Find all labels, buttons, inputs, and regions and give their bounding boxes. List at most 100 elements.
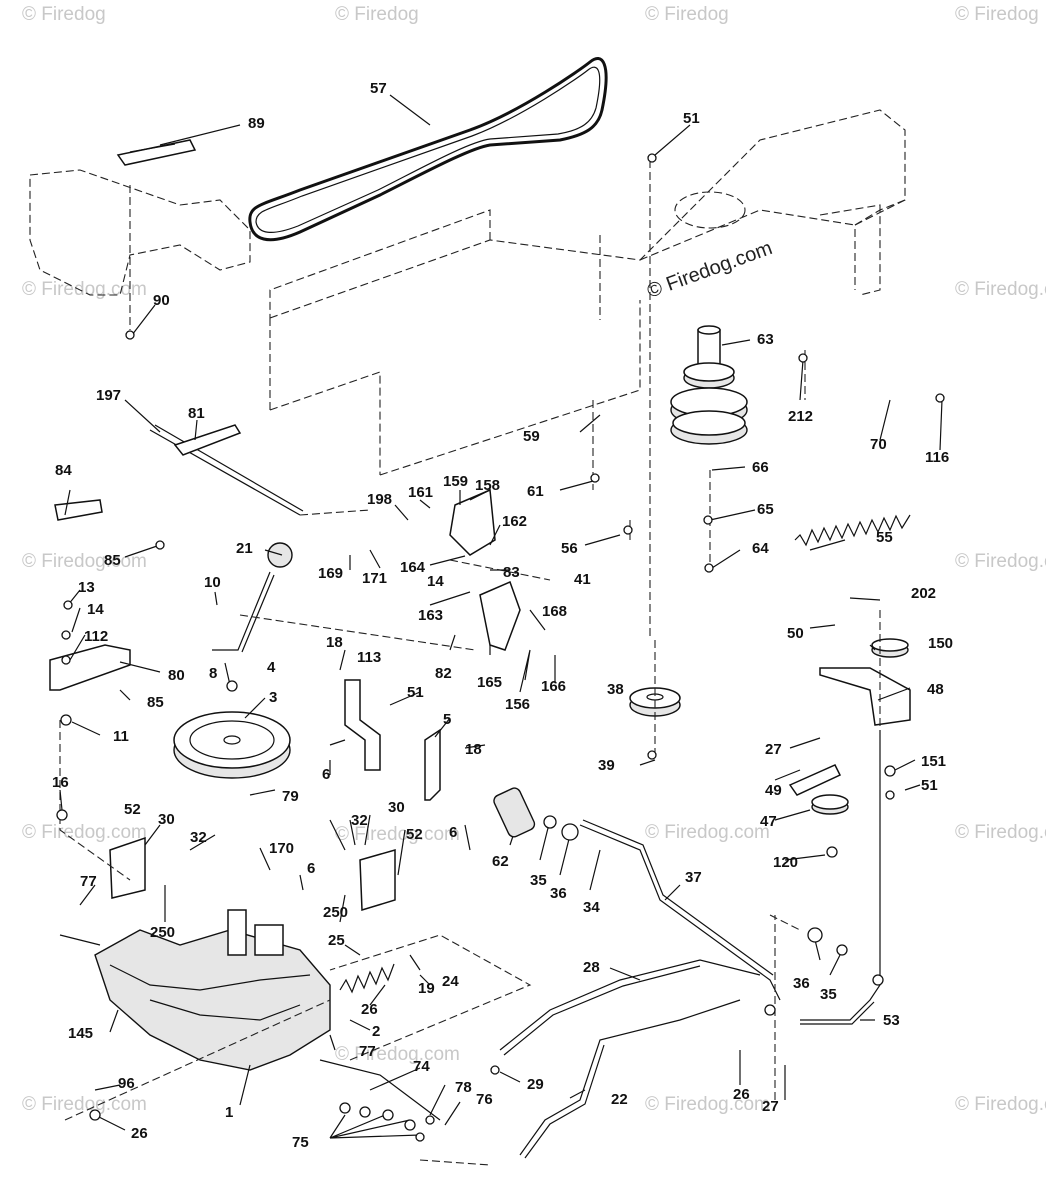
- callout-5: 5: [443, 711, 451, 728]
- callout-64: 64: [752, 540, 769, 557]
- callout-32: 32: [351, 812, 368, 829]
- callout-36: 36: [793, 975, 810, 992]
- callout-81: 81: [188, 405, 205, 422]
- watermark-corner-t3: © Firedog: [645, 4, 729, 25]
- callout-82: 82: [435, 665, 452, 682]
- callout-27: 27: [762, 1098, 779, 1115]
- watermark-left-1: © Firedog.com: [22, 279, 147, 300]
- chassis-frame: [29, 109, 906, 476]
- watermark-right-2: © Firedog.com: [955, 551, 1046, 572]
- callout-171: 171: [362, 570, 387, 587]
- callout-250: 250: [150, 924, 175, 941]
- callout-170: 170: [269, 840, 294, 857]
- bracket-84: [54, 499, 103, 521]
- callout-77: 77: [80, 873, 97, 890]
- callout-158: 158: [475, 477, 500, 494]
- callout-52: 52: [406, 826, 423, 843]
- callout-49: 49: [765, 782, 782, 799]
- callout-6: 6: [307, 860, 315, 877]
- callout-30: 30: [158, 811, 175, 828]
- callout-6: 6: [449, 824, 457, 841]
- callout-120: 120: [773, 854, 798, 871]
- bracket-89: [116, 139, 197, 166]
- callout-26: 26: [361, 1001, 378, 1018]
- callout-62: 62: [492, 853, 509, 870]
- callout-90: 90: [153, 292, 170, 309]
- callout-34: 34: [583, 899, 600, 916]
- callout-37: 37: [685, 869, 702, 886]
- callout-14: 14: [87, 601, 104, 618]
- callout-29: 29: [527, 1076, 544, 1093]
- callout-19: 19: [418, 980, 435, 997]
- shift-rod-81: [149, 424, 304, 516]
- callout-79: 79: [282, 788, 299, 805]
- callout-74: 74: [413, 1058, 430, 1075]
- callout-3: 3: [269, 689, 277, 706]
- callout-6: 6: [322, 766, 330, 783]
- callout-18: 18: [326, 634, 343, 651]
- callout-30: 30: [388, 799, 405, 816]
- bracket-49: [788, 764, 842, 796]
- shift-lever-8: [212, 542, 293, 653]
- callout-77: 77: [359, 1043, 376, 1060]
- drive-belt: [248, 57, 608, 242]
- callout-145: 145: [68, 1025, 93, 1042]
- callout-39: 39: [598, 757, 615, 774]
- callout-51: 51: [921, 777, 938, 794]
- callout-47: 47: [760, 813, 777, 830]
- rod-22: [519, 999, 741, 1156]
- callout-164: 164: [400, 559, 426, 576]
- callout-169: 169: [318, 565, 343, 582]
- callout-13: 13: [78, 579, 95, 596]
- callout-63: 63: [757, 331, 774, 348]
- watermark-center: © Firedog.com: [644, 237, 775, 303]
- watermark-center-low: © Firedog.com: [335, 1044, 460, 1065]
- hardware-markers: [56, 153, 945, 1142]
- watermark-left-3: © Firedog.com: [22, 822, 147, 843]
- callout-11: 11: [113, 728, 129, 745]
- callout-57: 57: [370, 80, 387, 97]
- callout-16: 16: [52, 774, 69, 791]
- callout-113: 113: [357, 649, 381, 666]
- callout-52: 52: [124, 801, 141, 818]
- bracket-5: [424, 728, 441, 801]
- callout-labels: 57 89 51 90 63 212 70 116 197 81 59 66 6…: [52, 80, 953, 1151]
- callout-84: 84: [55, 462, 72, 479]
- callout-159: 159: [443, 473, 468, 490]
- watermark-left-2: © Firedog.com: [22, 551, 147, 572]
- callout-26: 26: [733, 1086, 750, 1103]
- bracket-113: [344, 679, 381, 771]
- callout-70: 70: [870, 436, 887, 453]
- bracket-158: [449, 488, 496, 556]
- callout-78: 78: [455, 1079, 472, 1096]
- watermark-corner-tl: © Firedog: [22, 4, 106, 25]
- rod-34: [579, 824, 781, 1001]
- callout-75: 75: [292, 1134, 309, 1151]
- callout-89: 89: [248, 115, 265, 132]
- callout-10: 10: [204, 574, 221, 591]
- bracket-30a: [109, 836, 146, 899]
- callout-156: 156: [505, 696, 530, 713]
- callout-151: 151: [921, 753, 946, 770]
- callout-22: 22: [611, 1091, 628, 1108]
- callout-165: 165: [477, 674, 502, 691]
- callout-25: 25: [328, 932, 345, 949]
- spring-25: [339, 963, 395, 994]
- callout-250: 250: [323, 904, 348, 921]
- bracket-48: [819, 667, 911, 726]
- watermark-corner-t2: © Firedog: [335, 4, 419, 25]
- callout-51: 51: [683, 110, 700, 127]
- watermark-left-4: © Firedog.com: [22, 1094, 147, 1115]
- pulley-63: [670, 325, 748, 445]
- watermark-mid-4: © Firedog.com: [645, 1094, 770, 1115]
- callout-38: 38: [607, 681, 624, 698]
- callout-21: 21: [236, 540, 253, 557]
- callout-48: 48: [927, 681, 944, 698]
- callout-51: 51: [407, 684, 424, 701]
- watermark-right-1: © Firedog.com: [955, 279, 1046, 300]
- watermark-mid-3: © Firedog.com: [645, 822, 770, 843]
- callout-56: 56: [561, 540, 578, 557]
- callout-53: 53: [883, 1012, 900, 1029]
- callout-24: 24: [442, 973, 459, 990]
